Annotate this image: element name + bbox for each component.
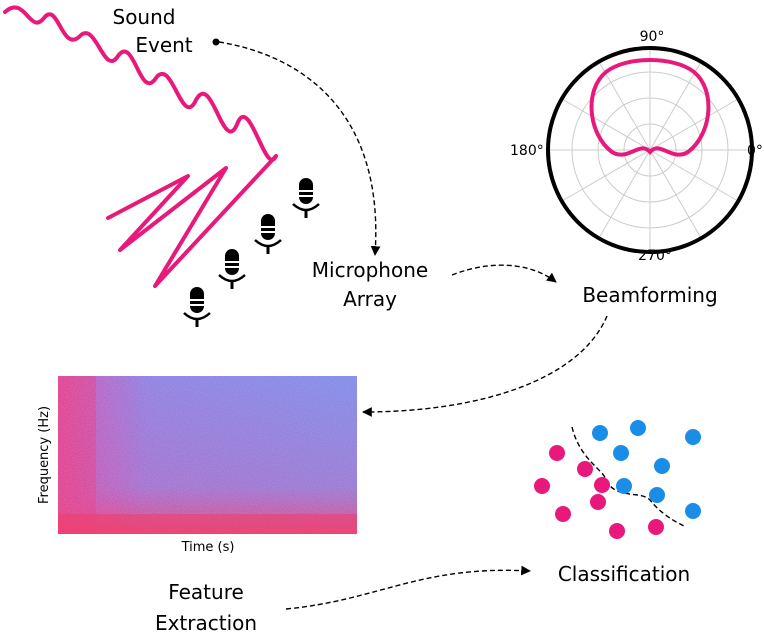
class-a-point — [555, 506, 571, 522]
class-a-point — [590, 494, 606, 510]
connector-mic-to-beamforming — [451, 264, 557, 283]
connector-beamforming-to-spectrogram — [362, 315, 608, 417]
class-b-point — [649, 487, 665, 503]
beam-pattern — [589, 58, 711, 157]
decision-boundary — [571, 426, 685, 527]
mic-array-label-line2: Array — [343, 287, 397, 311]
spectrogram-xlabel: Time (s) — [181, 540, 235, 555]
class-a-point — [648, 519, 664, 535]
polar-outer-ring — [546, 46, 754, 254]
sound-event-label-line1: Sound — [113, 5, 176, 29]
microphone-icon — [218, 249, 246, 289]
microphone-icon — [292, 178, 320, 218]
feature-extraction-label-line2: Extraction — [155, 611, 257, 635]
microphone-icon — [254, 214, 282, 254]
class-b-point — [616, 478, 632, 494]
spectrogram: Time (s) Frequency (Hz) — [37, 376, 357, 555]
sound-event-dot — [212, 38, 220, 46]
microphone-icon — [183, 287, 211, 327]
class-b-point — [685, 503, 701, 519]
polar-tick-0: 0° — [747, 143, 763, 159]
class-b-point — [630, 420, 646, 436]
classification-label: Classification — [558, 562, 690, 586]
polar-tick-90: 90° — [640, 29, 665, 45]
spectrogram-ylabel: Frequency (Hz) — [37, 406, 52, 504]
beamforming-label: Beamforming — [582, 283, 717, 307]
feature-extraction-label-line1: Feature — [168, 580, 244, 604]
class-b-point — [685, 429, 701, 445]
class-a-point — [534, 478, 550, 494]
class-a-point — [549, 445, 565, 461]
microphone-array-icons — [183, 178, 320, 327]
polar-tick-180: 180° — [510, 143, 544, 159]
beam-polar-plot: 90° 180° 0° 270° — [510, 29, 763, 264]
class-a-point — [577, 461, 593, 477]
sound-event-label-line2: Event — [135, 33, 192, 57]
mic-array-label-line1: Microphone — [312, 258, 428, 282]
classification-scatter — [534, 420, 701, 539]
class-b-point — [613, 445, 629, 461]
class-b-point — [654, 458, 670, 474]
sound-wave — [3, 5, 278, 288]
class-a-point — [594, 477, 610, 493]
connector-feature-to-classification — [285, 565, 531, 610]
connector-sound-to-mic — [218, 41, 381, 256]
class-b-point — [592, 425, 608, 441]
polar-tick-270: 270° — [638, 248, 672, 264]
class-a-point — [609, 523, 625, 539]
